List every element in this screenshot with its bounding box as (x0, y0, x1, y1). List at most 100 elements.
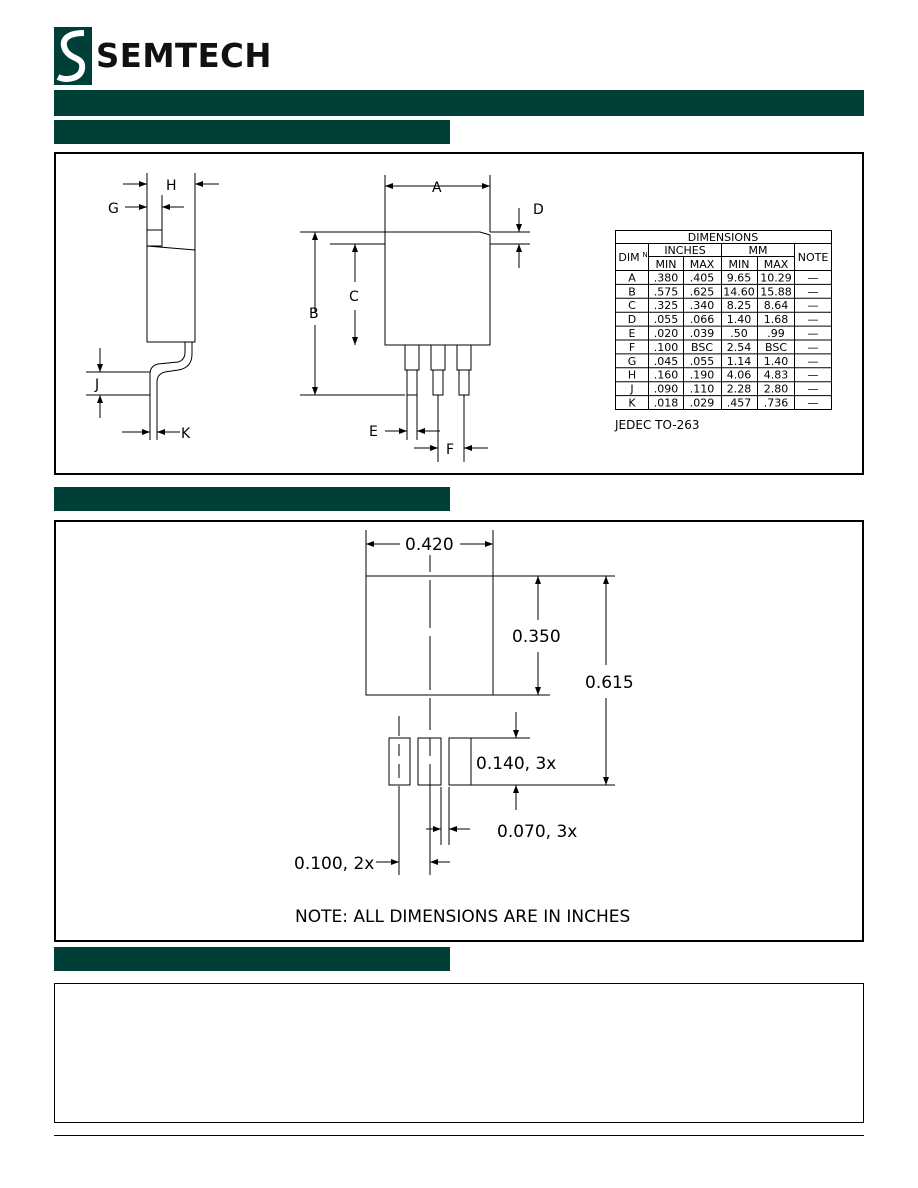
label-d: D (533, 202, 544, 218)
table-cell-dim: J (629, 383, 633, 396)
table-cell-mm-max: .736 (764, 397, 789, 410)
outline-drawing: H G J K A D B C E F (86, 173, 544, 462)
table-cell-note: — (808, 397, 819, 410)
table-cell-in-min: .018 (654, 397, 679, 410)
table-cell-in-min: .055 (654, 313, 679, 326)
table-sub-mm-min: MIN (729, 258, 750, 271)
land-pattern-note: NOTE: ALL DIMENSIONS ARE IN INCHES (295, 907, 630, 927)
outline-drawing-panel (54, 152, 864, 475)
table-cell-mm-min: 2.28 (727, 383, 752, 396)
table-cell-note: — (808, 299, 819, 312)
table-cell-dim: F (629, 341, 635, 354)
table-cell-mm-min: .457 (727, 397, 752, 410)
section-bar-land-pattern (54, 487, 450, 511)
table-cell-in-min: .100 (654, 341, 679, 354)
label-h: H (166, 178, 177, 194)
table-cell-in-max: .340 (690, 299, 715, 312)
table-cell-mm-max: 4.83 (764, 369, 789, 382)
table-cell-in-max: .055 (690, 355, 715, 368)
table-group-mm: MM (749, 244, 768, 257)
label-j: J (94, 377, 99, 393)
dim-lead-width: 0.070, 3x (497, 822, 577, 842)
table-cell-in-min: .380 (654, 271, 679, 284)
table-cell-mm-min: 1.14 (727, 355, 752, 368)
section-bar-marking (54, 947, 450, 971)
table-cell-in-min: .045 (654, 355, 679, 368)
table-cell-dim: C (628, 299, 636, 312)
marking-panel (54, 983, 864, 1123)
label-f: F (446, 442, 454, 458)
footer-rule (54, 1135, 864, 1136)
table-col-note: NOTE (798, 251, 829, 264)
table-cell-mm-max: .99 (767, 327, 785, 340)
table-cell-dim: H (628, 369, 636, 382)
table-cell-note: — (808, 313, 819, 326)
table-cell-note: — (808, 327, 819, 340)
table-cell-mm-min: 2.54 (727, 341, 752, 354)
table-cell-dim: A (628, 271, 636, 284)
table-title: DIMENSIONS (688, 231, 758, 244)
table-cell-mm-max: 1.68 (764, 313, 789, 326)
table-cell-mm-min: 14.60 (723, 285, 755, 298)
table-cell-mm-max: 2.80 (764, 383, 789, 396)
table-cell-in-max: .039 (690, 327, 715, 340)
table-sub-in-max: MAX (690, 258, 715, 271)
table-cell-mm-max: 1.40 (764, 355, 789, 368)
table-cell-in-min: .020 (654, 327, 679, 340)
label-e: E (369, 424, 378, 440)
table-cell-mm-min: 8.25 (727, 299, 752, 312)
table-group-inches: INCHES (664, 244, 705, 257)
dimension-table: DIMENSIONS INCHES MM DIM N NOTE MIN MAX … (615, 230, 832, 410)
label-a: A (432, 180, 442, 196)
table-sub-mm-max: MAX (764, 258, 789, 271)
land-pattern-panel (54, 520, 864, 942)
header-band (54, 90, 864, 116)
table-col-dim: DIM (618, 251, 639, 264)
table-cell-mm-max: 15.88 (760, 285, 792, 298)
table-cell-in-max: .029 (690, 397, 715, 410)
table-cell-mm-min: 1.40 (727, 313, 752, 326)
table-cell-mm-max: 10.29 (760, 271, 792, 284)
label-b: B (309, 306, 319, 322)
land-pattern-drawing: 0.420 0.350 0.615 0.140, 3x 0.070, 3x 0.… (294, 530, 634, 927)
table-sub-in-min: MIN (656, 258, 677, 271)
table-cell-mm-max: BSC (765, 341, 787, 354)
table-cell-in-max: BSC (691, 341, 713, 354)
label-k: K (181, 426, 191, 442)
dim-total: 0.615 (585, 673, 634, 693)
table-cell-in-max: .405 (690, 271, 715, 284)
table-cell-note: — (808, 369, 819, 382)
table-cell-in-min: .325 (654, 299, 679, 312)
jedec-label: JEDEC TO-263 (615, 418, 700, 432)
table-cell-note: — (808, 355, 819, 368)
table-cell-mm-min: 9.65 (727, 271, 752, 284)
label-g: G (108, 201, 119, 217)
table-cell-note: — (808, 271, 819, 284)
semtech-logo-mark (54, 27, 92, 85)
table-cell-in-min: .090 (654, 383, 679, 396)
table-cell-in-min: .160 (654, 369, 679, 382)
table-cell-dim: E (629, 327, 636, 340)
table-cell-in-max: .625 (690, 285, 715, 298)
table-cell-dim: B (628, 285, 636, 298)
table-cell-in-max: .190 (690, 369, 715, 382)
dim-pad-height: 0.350 (512, 627, 561, 647)
table-cell-dim: G (628, 355, 637, 368)
brand-name: SEMTECH (96, 36, 272, 75)
table-cell-dim: K (628, 397, 636, 410)
table-cell-in-max: .110 (690, 383, 715, 396)
table-cell-mm-min: .50 (730, 327, 748, 340)
dim-pitch: 0.100, 2x (294, 854, 374, 874)
table-cell-dim: D (628, 313, 636, 326)
table-col-dim-sup: N (642, 251, 647, 259)
label-c: C (349, 289, 359, 305)
dim-lead-length: 0.140, 3x (476, 754, 556, 774)
table-cell-note: — (808, 285, 819, 298)
table-cell-mm-max: 8.64 (764, 299, 789, 312)
table-cell-note: — (808, 341, 819, 354)
section-bar-outline (54, 120, 450, 144)
table-cell-mm-min: 4.06 (727, 369, 752, 382)
table-cell-note: — (808, 383, 819, 396)
dim-width: 0.420 (405, 535, 454, 555)
table-cell-in-max: .066 (690, 313, 715, 326)
